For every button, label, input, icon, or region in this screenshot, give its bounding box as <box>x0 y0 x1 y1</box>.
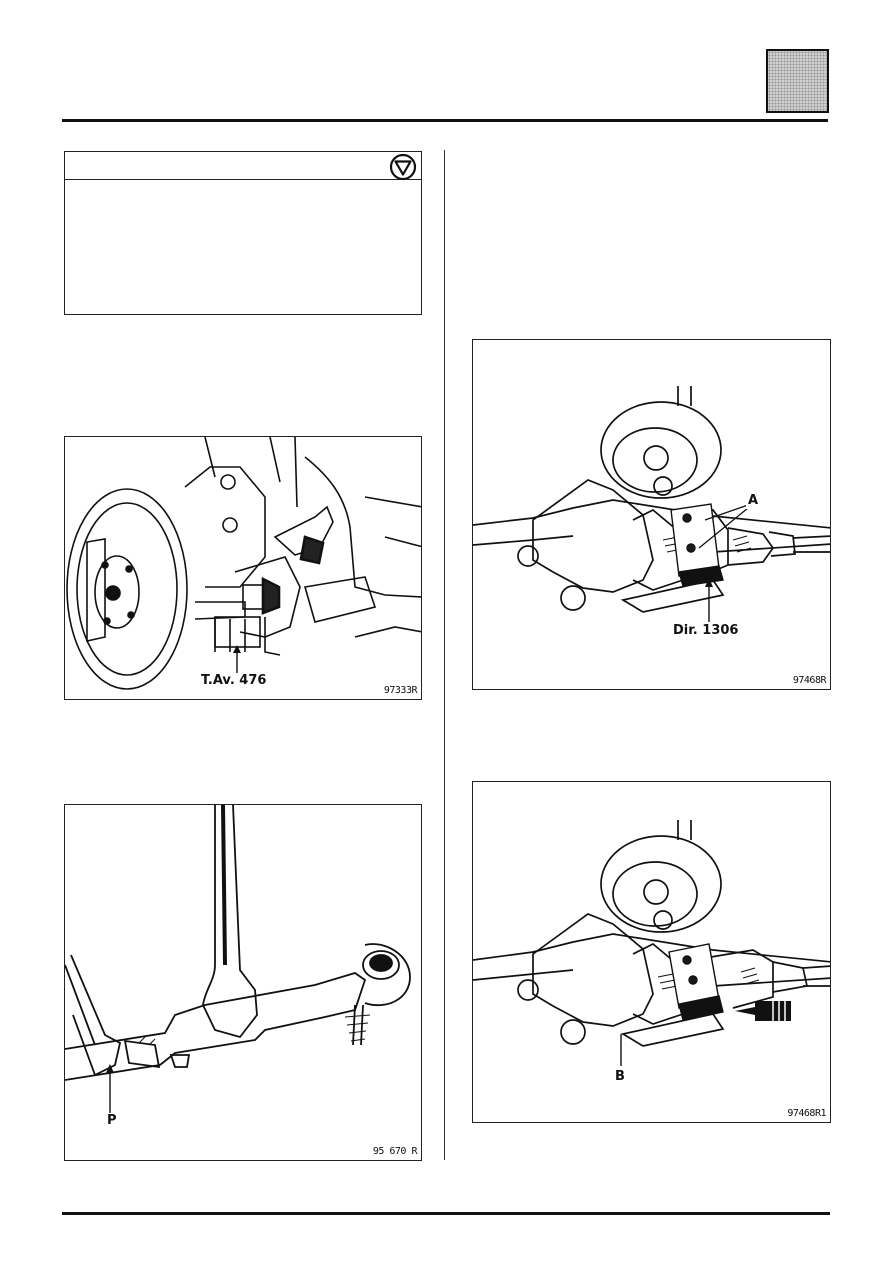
callout-b-label: B <box>613 1069 627 1085</box>
page-tab-marker <box>766 49 829 113</box>
figure-ref: 97333R <box>383 685 418 696</box>
figure-steering-rack-tool: A Dir. 1306 97468R <box>472 339 831 690</box>
tie-rod-drawing <box>65 805 411 1125</box>
point-callout-label: P <box>105 1113 119 1129</box>
steering-rack-push-drawing <box>473 820 830 1066</box>
warning-triangle-circle-icon <box>389 153 417 181</box>
tool-callout-label: T.Av. 476 <box>199 673 269 689</box>
figure-tie-rod: P 95 670 R <box>64 804 422 1161</box>
warning-box <box>64 151 422 315</box>
header-rule <box>62 119 828 122</box>
footer-rule <box>62 1212 830 1215</box>
steering-rack-drawing <box>473 386 830 622</box>
figure-steering-rack-push: B 97468R1 <box>472 781 831 1123</box>
figure-ref: 97468R1 <box>787 1108 826 1119</box>
figure-hub-puller: T.Av. 476 97333R <box>64 436 422 700</box>
figure-ref: 97468R <box>792 675 827 686</box>
warning-header <box>65 152 421 181</box>
figure-ref: 95 670 R <box>372 1146 418 1157</box>
callout-a-label: A <box>746 493 761 509</box>
column-divider <box>444 150 445 1160</box>
hub-drawing <box>66 437 421 690</box>
tool-callout-label: Dir. 1306 <box>671 623 741 639</box>
